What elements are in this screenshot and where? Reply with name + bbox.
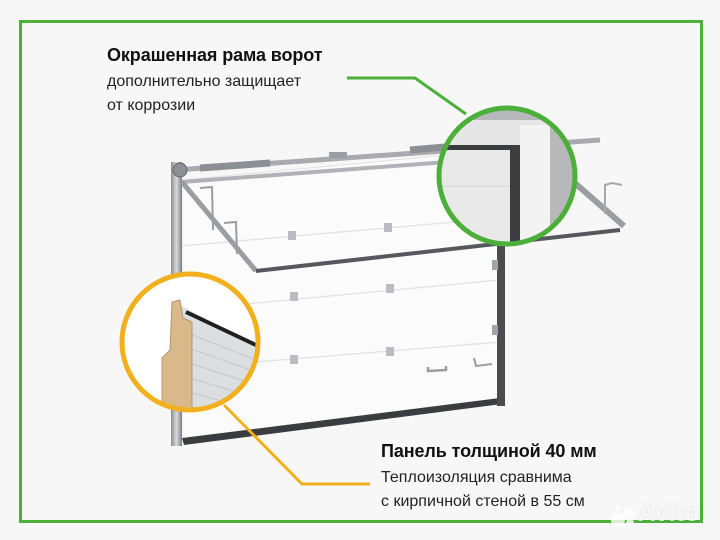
frame-zoom-circle	[436, 105, 578, 247]
panel-callout-line2: с кирпичной стеной в 55 см	[381, 493, 585, 510]
panel-leader-line	[222, 403, 370, 486]
panel-callout-title: Панель толщиной 40 мм	[381, 441, 597, 461]
panel-zoom-circle	[119, 271, 261, 413]
bottom-seal	[182, 398, 502, 445]
avito-logo-icon	[611, 506, 634, 527]
frame-leader-line	[347, 76, 467, 116]
frame-callout-line1: дополнительно защищает	[107, 73, 302, 90]
frame-callout-title: Окрашенная рама ворот	[107, 45, 323, 65]
frame-callout: Окрашенная рама ворот дополнительно защи…	[107, 44, 323, 118]
avito-watermark-text: Avito	[638, 500, 700, 527]
panel-callout-desc: Теплоизоляция сравнима с кирпичной стено…	[381, 466, 597, 514]
right-frame	[497, 246, 505, 406]
frame-callout-line2: от коррозии	[107, 97, 196, 114]
panel-callout: Панель толщиной 40 мм Теплоизоляция срав…	[381, 440, 597, 514]
green-border-frame	[19, 20, 703, 523]
avito-watermark: Avito	[611, 500, 700, 528]
panel-callout-line1: Теплоизоляция сравнима	[381, 469, 572, 486]
frame-callout-desc: дополнительно защищает от коррозии	[107, 70, 322, 118]
